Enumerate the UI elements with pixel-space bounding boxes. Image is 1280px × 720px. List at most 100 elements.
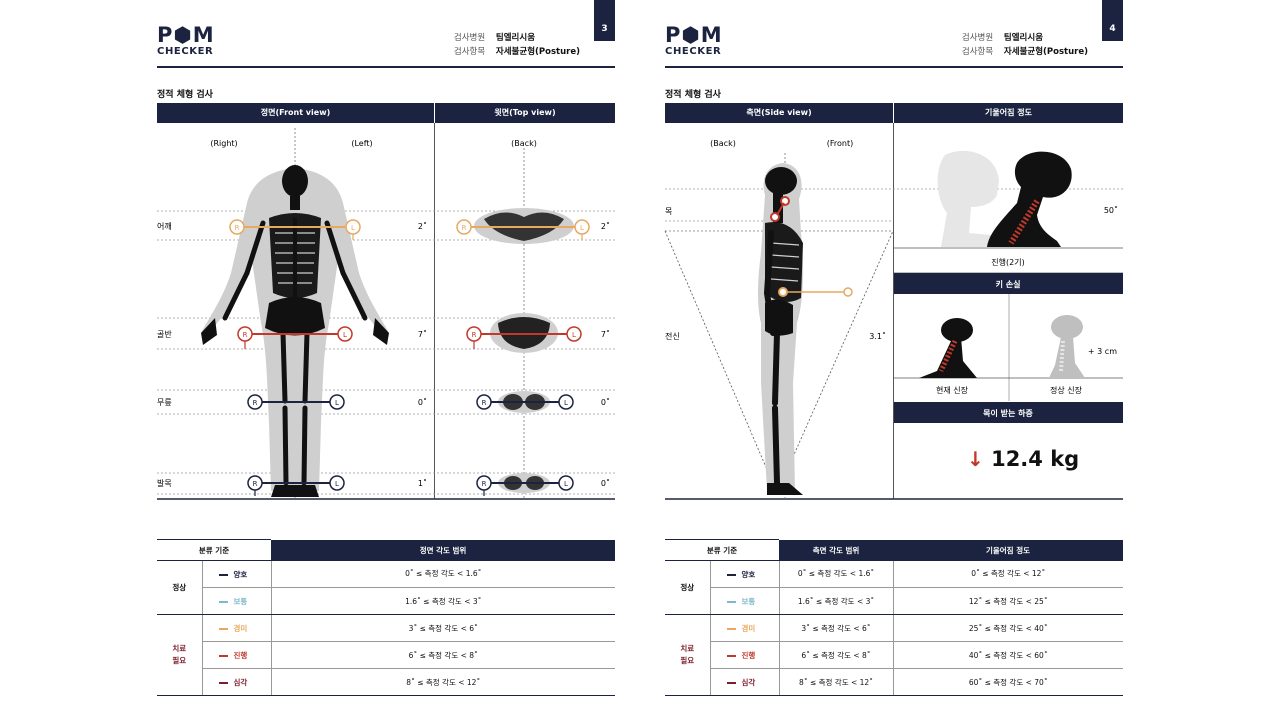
front-marker-ankle: R L — [247, 475, 345, 496]
marker-r: R — [253, 399, 258, 407]
range-severe: 8˚ ≤ 측정 각도 < 12˚ — [271, 668, 615, 696]
logo-line-1: P⬢M — [157, 23, 215, 47]
marker-r: R — [243, 331, 248, 339]
top-angle-ankle: 0˚ — [601, 478, 610, 488]
top-marker-knee: R L — [476, 394, 574, 410]
down-arrow-icon: ↓ — [967, 447, 984, 471]
report-meta: 검사병원 팀엘리시움 검사항목 자세불균형(Posture) — [454, 31, 580, 59]
normal-height-label: 정상 신장 — [1050, 385, 1083, 395]
front-marker-shoulder: R L — [229, 219, 361, 240]
row-label-knee: 무릎 — [157, 398, 172, 407]
meta-value-item: 자세불균형(Posture) — [495, 47, 580, 57]
front-classification-table: 분류 기준 정면 각도 범위 정상 양호 0˚ ≤ 측정 각도 < 1.6˚ 보… — [157, 539, 615, 696]
neck-tilt-illustration — [937, 150, 1072, 247]
front-marker-knee: R L — [247, 394, 345, 410]
logo-line-2: CHECKER — [665, 46, 722, 57]
marker-r: R — [253, 480, 258, 488]
top-marker-shoulder: R L — [456, 219, 590, 240]
side-classification-table: 분류 기준 측면 각도 범위 기울어짐 정도 정상 양호 0˚ ≤ 측정 각도 … — [665, 539, 1123, 696]
meta-value-item: 자세불균형(Posture) — [1003, 47, 1088, 57]
level-normal: 보통 — [710, 587, 780, 615]
meta-key-item: 검사항목 — [453, 47, 486, 57]
side-range-progress: 6˚ ≤ 측정 각도 < 8˚ — [779, 641, 894, 669]
marker-l: L — [564, 399, 568, 407]
marker-r: R — [462, 224, 467, 232]
neck-angle: 50˚ — [1104, 205, 1118, 215]
front-angle-ankle: 1˚ — [418, 478, 427, 488]
side-skeleton-figure — [758, 163, 853, 495]
neck-load-kg: 12.4 kg — [991, 447, 1080, 471]
label-right: (Right) — [210, 139, 237, 148]
top-angle-knee: 0˚ — [601, 397, 610, 407]
side-range-normal: 1.6˚ ≤ 측정 각도 < 3˚ — [779, 587, 894, 615]
current-height-illustration — [919, 318, 977, 378]
normal-height-illustration — [1049, 315, 1085, 378]
group-treatment-line-1: 치료 — [680, 644, 695, 653]
table-header-group: 분류 기준 — [157, 539, 271, 561]
meta-value-hospital: 팀엘리시움 — [495, 33, 536, 43]
level-progress-label: 진행 — [233, 650, 248, 660]
marker-l: L — [580, 224, 584, 232]
tilt-degree-header: 기울어짐 정도 — [894, 103, 1123, 123]
meta-key-item: 검사항목 — [961, 47, 994, 57]
group-treatment-line-2: 필요 — [680, 656, 695, 665]
row-label-ankle: 발목 — [157, 478, 172, 488]
table-header-front-range: 정면 각도 범위 — [271, 539, 615, 561]
level-severe-label: 심각 — [741, 677, 756, 687]
level-normal: 보통 — [202, 587, 272, 615]
marker-l: L — [351, 224, 355, 232]
marker-l: L — [343, 331, 347, 339]
front-angle-shoulder: 2˚ — [418, 221, 427, 231]
top-angle-pelvis: 7˚ — [601, 329, 610, 339]
level-normal-label: 보통 — [233, 596, 248, 606]
front-skeleton-figure — [201, 165, 389, 497]
meta-value-hospital: 팀엘리시움 — [1003, 33, 1044, 43]
pom-checker-logo: P⬢M CHECKER — [157, 25, 215, 57]
range-mild: 3˚ ≤ 측정 각도 < 6˚ — [271, 614, 615, 642]
top-view-header: 윗면(Top view) — [435, 103, 615, 123]
level-mild-label: 경미 — [233, 623, 248, 633]
level-mild: 경미 — [202, 614, 272, 642]
level-good-label: 양호 — [233, 569, 248, 579]
meta-key-hospital: 검사병원 — [453, 33, 486, 43]
top-angle-shoulder: 2˚ — [601, 221, 610, 231]
row-label-shoulder: 어깨 — [157, 221, 172, 231]
table-header-group: 분류 기준 — [665, 539, 779, 561]
label-left: (Left) — [351, 139, 372, 148]
tilt-range-severe: 60˚ ≤ 측정 각도 < 70˚ — [893, 668, 1123, 696]
marker-l: L — [335, 399, 339, 407]
neck-load-header: 목이 받는 하중 — [983, 408, 1033, 418]
level-mild: 경미 — [710, 614, 780, 642]
row-label-neck: 목 — [665, 207, 672, 216]
side-view-diagram: (Back) (Front) 목 전신 3.1˚ 50˚ 진행(2기) 키 손실… — [664, 123, 1123, 500]
marker-l: L — [564, 480, 568, 488]
row-label-whole-body: 전신 — [665, 331, 680, 341]
range-normal: 1.6˚ ≤ 측정 각도 < 3˚ — [271, 587, 615, 615]
range-good: 0˚ ≤ 측정 각도 < 1.6˚ — [271, 560, 615, 588]
label-back: (Back) — [511, 139, 537, 148]
height-loss-header: 키 손실 — [996, 279, 1021, 289]
front-marker-pelvis: R L — [237, 326, 353, 349]
group-treatment-line-2: 필요 — [172, 656, 187, 665]
section-title: 정적 체형 검사 — [157, 90, 213, 100]
logo-line-1: P⬢M — [665, 23, 723, 47]
range-progress: 6˚ ≤ 측정 각도 < 8˚ — [271, 641, 615, 669]
tilt-range-mild: 25˚ ≤ 측정 각도 < 40˚ — [893, 614, 1123, 642]
table-header-tilt-range: 기울어짐 정도 — [893, 539, 1123, 561]
level-severe-label: 심각 — [233, 677, 248, 687]
tilt-range-progress: 40˚ ≤ 측정 각도 < 60˚ — [893, 641, 1123, 669]
marker-r: R — [472, 331, 477, 339]
neck-load-value: ↓ 12.4 kg — [967, 447, 1079, 471]
row-label-pelvis: 골반 — [157, 330, 172, 339]
level-severe: 심각 — [710, 668, 780, 696]
side-range-severe: 8˚ ≤ 측정 각도 < 12˚ — [779, 668, 894, 696]
front-angle-knee: 0˚ — [418, 397, 427, 407]
label-back: (Back) — [710, 139, 736, 148]
current-height-label: 현재 신장 — [936, 385, 969, 395]
level-good-label: 양호 — [741, 569, 756, 579]
group-treatment-line-1: 치료 — [172, 644, 187, 653]
